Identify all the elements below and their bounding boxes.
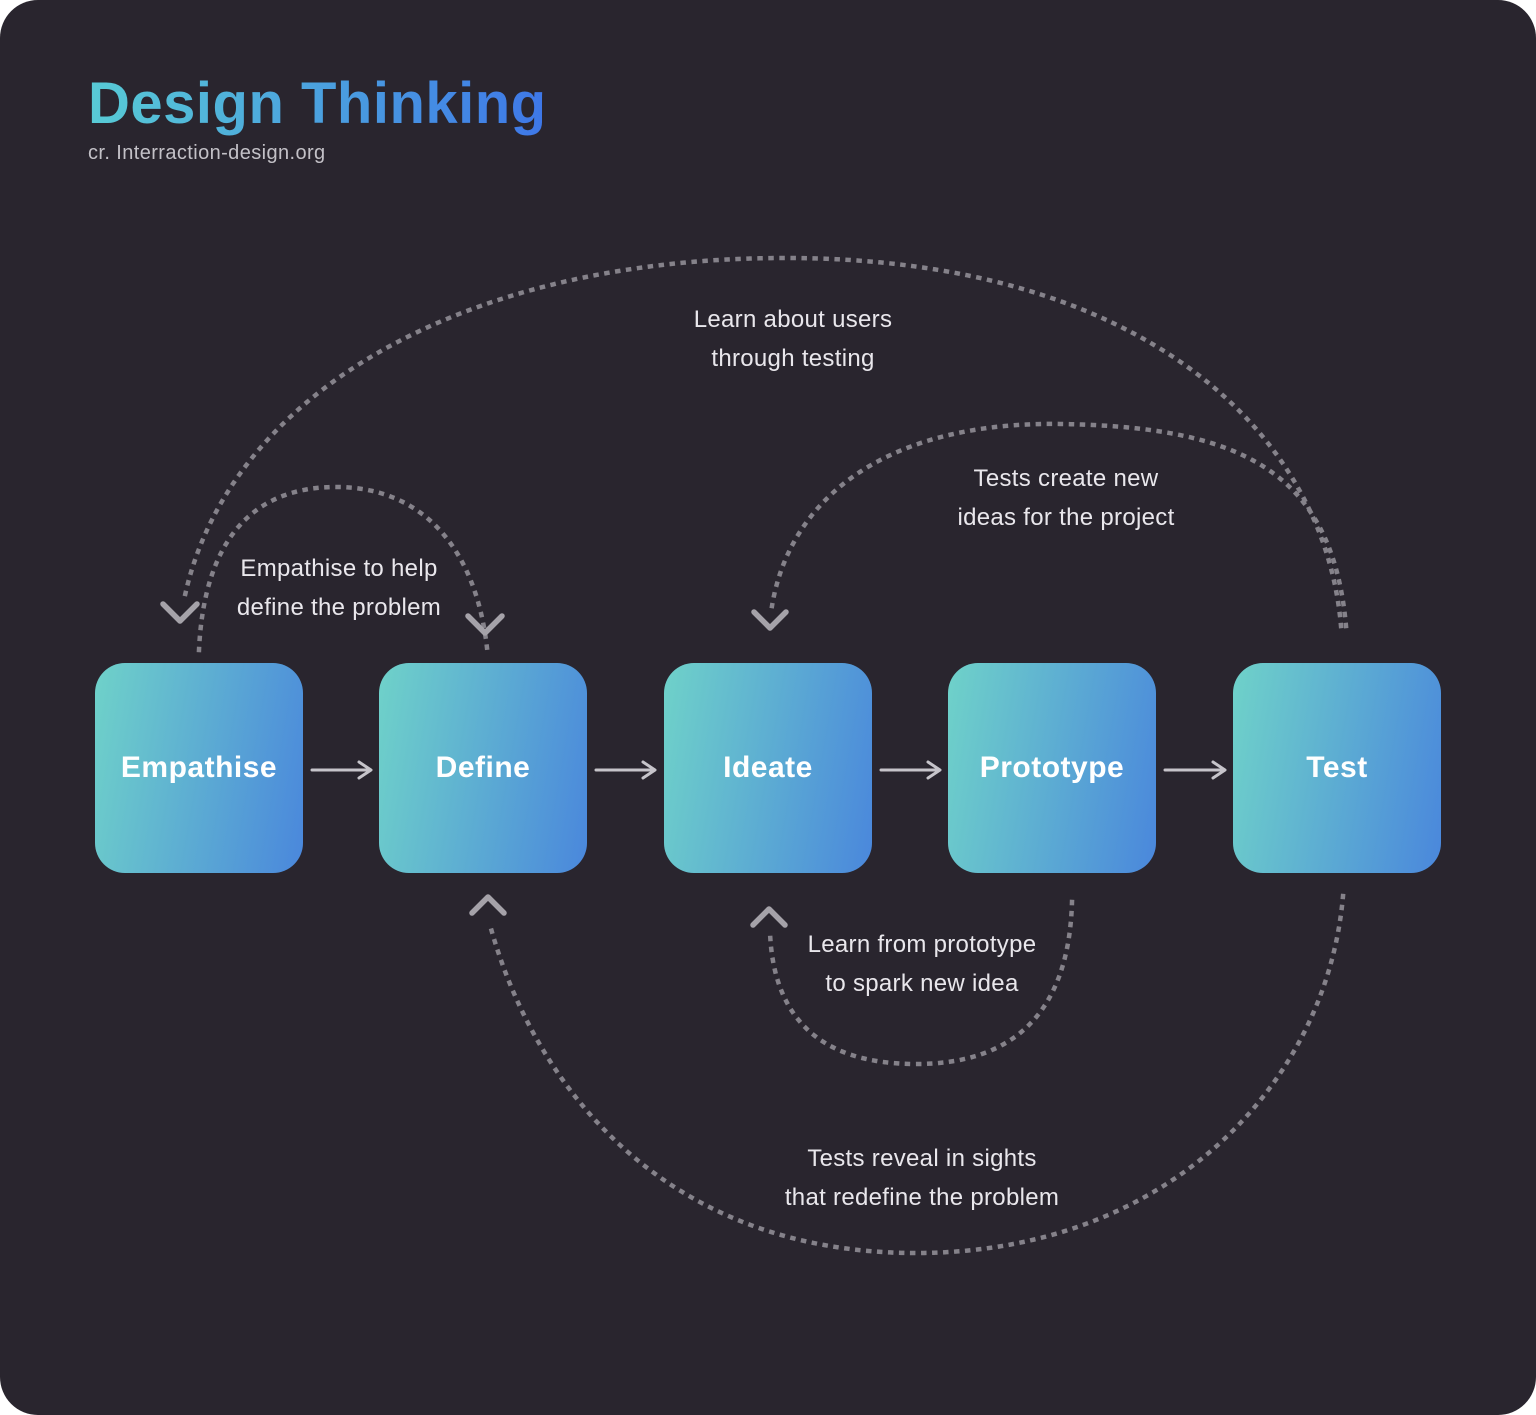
stage-label: Test: [1306, 751, 1368, 784]
arc-empathise-to-define: [196, 484, 490, 653]
annotation-line: Tests create new: [973, 465, 1159, 492]
stage-box-empathise: Empathise: [95, 663, 303, 873]
flow-arrow-ideate-prototype: [879, 760, 942, 780]
arrowhead-down-ideate-icon: [751, 609, 789, 631]
stage-label: Ideate: [723, 751, 813, 784]
annotation-line: ideas for the project: [957, 504, 1175, 531]
stage-box-define: Define: [379, 663, 587, 873]
annotation-line: Empathise to help: [240, 555, 438, 582]
stage-label: Define: [435, 751, 531, 784]
annotation-line: Learn from prototype: [807, 931, 1037, 958]
annotation-line: to spark new idea: [825, 970, 1019, 997]
flow-arrow-empathise-define: [310, 760, 373, 780]
arrowhead-up-define-icon: [469, 894, 507, 916]
page-subtitle: cr. Interraction-design.org: [88, 142, 326, 164]
flow-arrow-prototype-test: [1163, 760, 1227, 780]
arrowhead-down-define-icon: [465, 613, 505, 636]
annotation-line: that redefine the problem: [784, 1184, 1060, 1211]
flow-arrow-define-ideate: [594, 760, 657, 780]
header: Design Thinking cr. Interraction-design.…: [88, 72, 547, 165]
annotation-line: through testing: [711, 345, 875, 372]
page-title: Design Thinking: [88, 71, 547, 136]
arc-prototype-to-ideate: [767, 899, 1075, 1067]
arrowhead-up-ideate-icon: [750, 906, 788, 928]
annotation-learn-about-users: Learn about users through testing: [694, 300, 893, 378]
arc-test-to-empathise: [181, 255, 1344, 629]
annotation-tests-create-ideas: Tests create new ideas for the project: [957, 459, 1174, 537]
annotation-line: Learn about users: [693, 306, 893, 333]
annotation-learn-from-prototype: Learn from prototype to spark new idea: [808, 925, 1037, 1003]
stage-box-test: Test: [1233, 663, 1441, 873]
arc-test-to-ideate: [769, 421, 1349, 629]
arrowhead-down-empathise-icon: [160, 601, 200, 624]
annotation-line: Tests reveal in sights: [807, 1145, 1037, 1172]
stage-label: Empathise: [120, 751, 278, 784]
annotation-empathise-to-help: Empathise to help define the problem: [237, 549, 441, 627]
stage-label: Prototype: [979, 751, 1125, 784]
stage-box-ideate: Ideate: [664, 663, 872, 873]
annotation-line: define the problem: [236, 594, 442, 621]
stage-box-prototype: Prototype: [948, 663, 1156, 873]
annotation-tests-reveal-insights: Tests reveal in sights that redefine the…: [785, 1139, 1059, 1217]
